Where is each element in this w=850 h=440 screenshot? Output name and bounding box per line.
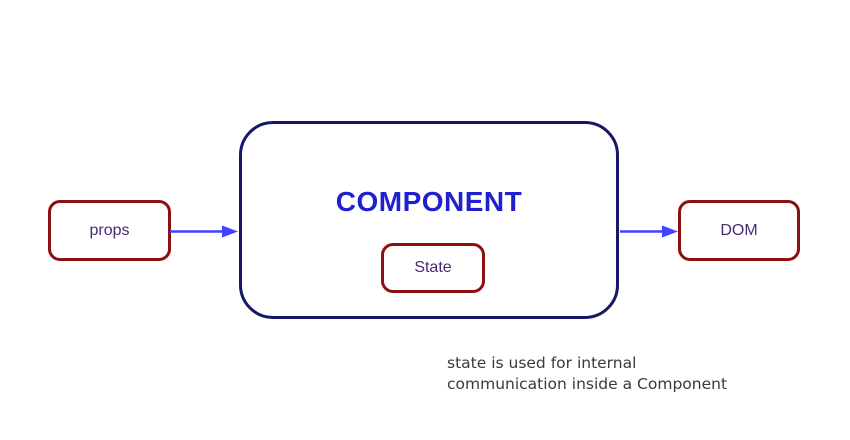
dom-label: DOM bbox=[720, 221, 758, 239]
dom-box: DOM bbox=[678, 200, 800, 261]
arrow-component-to-dom-icon bbox=[620, 225, 678, 238]
state-box: State bbox=[381, 243, 485, 293]
props-box: props bbox=[48, 200, 171, 261]
arrow-props-to-component-icon bbox=[170, 225, 238, 238]
component-box: COMPONENT State bbox=[239, 121, 619, 319]
state-label: State bbox=[414, 259, 452, 276]
caption: state is used for internal communication… bbox=[447, 353, 727, 395]
caption-line-1: state is used for internal bbox=[447, 354, 637, 372]
component-title: COMPONENT bbox=[335, 186, 523, 217]
caption-line-2: communication inside a Component bbox=[447, 375, 728, 393]
props-label: props bbox=[89, 221, 130, 239]
